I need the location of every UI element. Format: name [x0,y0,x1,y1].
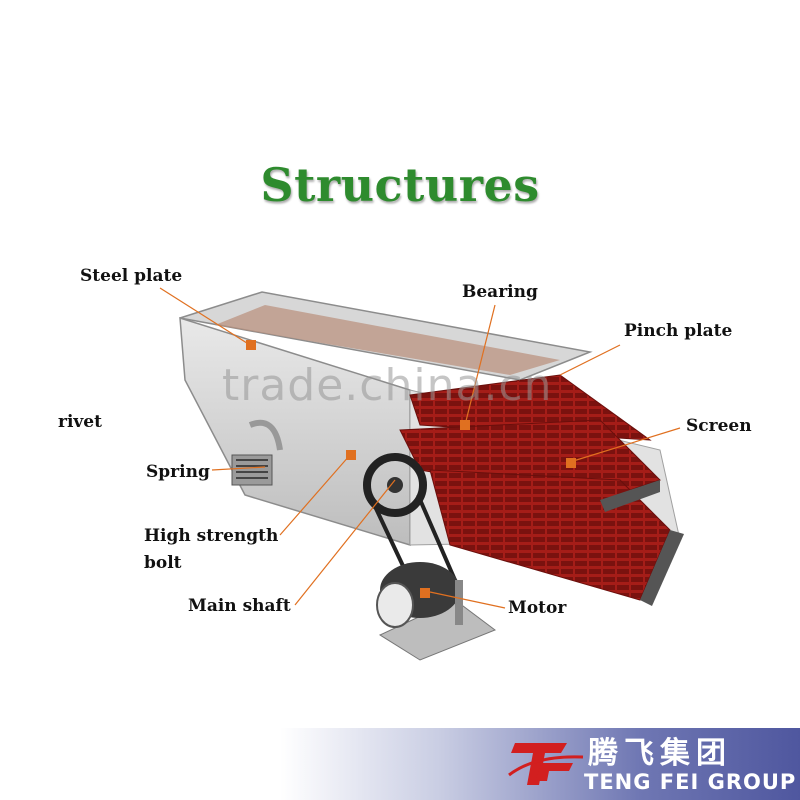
pulley-hub [387,477,403,493]
label-pinch-plate: Pinch plate [624,321,733,341]
label-bearing: Bearing [462,282,538,302]
marker-screen [566,458,576,468]
pulley [363,453,427,517]
label-steel-plate: Steel plate [80,266,183,286]
company-logo [508,743,584,785]
top-screen-deck [215,305,560,375]
bracket [248,419,283,451]
label-spring: Spring [146,462,210,482]
leader-bolt [279,454,351,536]
label-motor: Motor [508,598,567,618]
spring-coil [236,459,268,479]
company-name-en: TENG FEI GROUP [584,770,797,794]
page-title: Structures [260,158,540,212]
leader-main-shaft [294,479,396,606]
motor-support [455,580,463,625]
leader-pinch-plate [559,344,621,376]
motor-face [376,582,414,628]
leader-bearing [464,304,496,426]
leader-steel-plate [159,287,251,346]
label-screen: Screen [686,416,752,436]
leader-lines [159,287,681,609]
leader-motor [429,591,506,609]
side-frame [179,316,411,547]
marker-motor [420,588,430,598]
company-name-cn: 腾飞集团 [588,736,732,771]
marker-squares [246,340,576,598]
label-main-shaft: Main shaft [188,596,291,616]
label-high-strength: High strength [144,526,279,546]
marker-bearing [460,420,470,430]
marker-steel-plate [246,340,256,350]
screen-side-rail-1 [600,480,660,512]
marker-bolt [346,450,356,460]
leader-spring [211,466,266,471]
label-rivet: rivet [58,412,102,432]
footer-banner [0,728,800,800]
label-bolt: bolt [144,553,182,573]
watermark-text: trade.china.cn [222,360,553,411]
leader-screen [569,427,681,463]
screen-side-rail-2 [640,530,684,606]
